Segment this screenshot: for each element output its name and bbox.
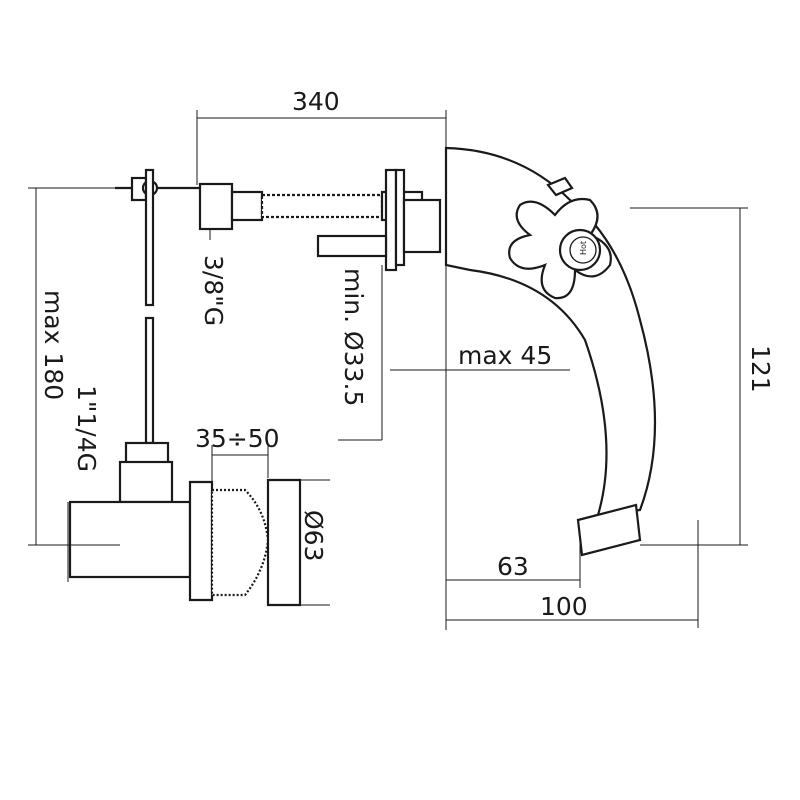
dim-100-label: 100 [540,592,588,621]
dim-121-label: 121 [746,345,775,393]
dim-max180-label: max 180 [39,290,68,400]
knob-hot-label: Hot [579,241,588,255]
spout-body [444,146,657,557]
cross-handle: Hot [508,176,612,300]
dim-63-label: 63 [497,552,529,581]
popup-rod [115,168,200,465]
dim-3-8g-label: 3/8"G [199,255,228,326]
dim-1-1-4g-label: 1"1/4G [72,385,101,472]
dim-63-diameter-label: Ø63 [299,510,328,562]
dim-340: 340 [196,87,447,185]
dim-35-50-label: 35÷50 [195,424,280,453]
dim-hole-diameter-label: min. Ø33.5 [339,268,368,406]
dim-340-label: 340 [292,87,340,116]
waste-assembly [68,460,302,607]
dim-lines [28,187,748,630]
dim-max45-label: max 45 [458,341,552,370]
braided-hose [198,168,442,272]
